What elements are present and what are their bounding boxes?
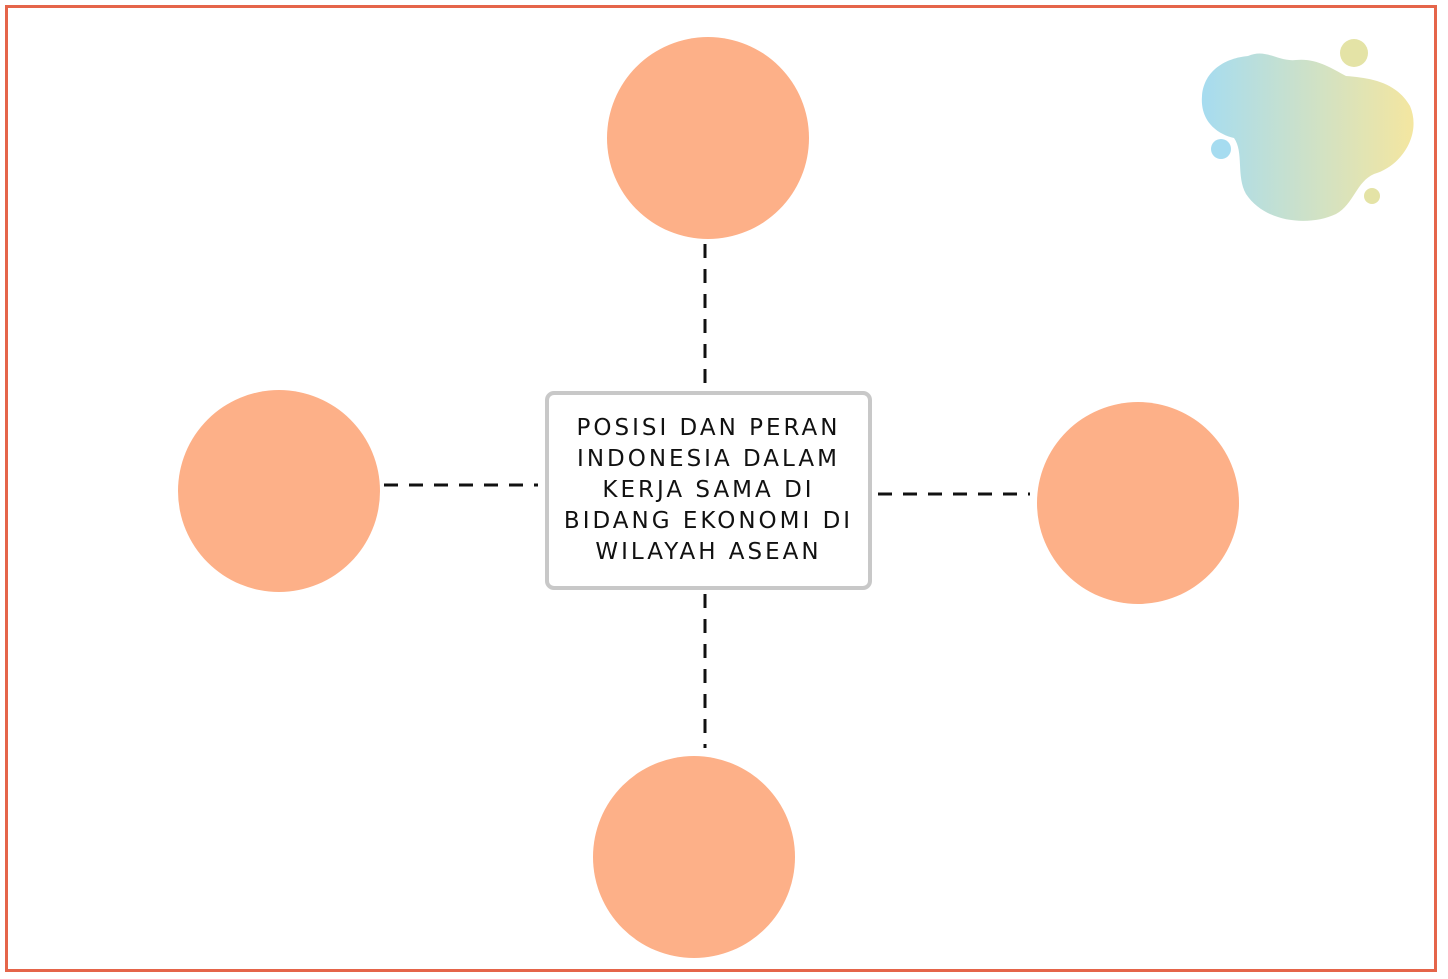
node-bottom bbox=[593, 756, 795, 958]
blob-dot-left bbox=[1211, 139, 1231, 159]
central-topic-box: POSISI DAN PERAN INDONESIA DALAM KERJA S… bbox=[545, 391, 872, 590]
page-frame bbox=[5, 5, 1437, 972]
blob-shape bbox=[1201, 53, 1414, 221]
node-left bbox=[178, 390, 380, 592]
node-right bbox=[1037, 402, 1239, 604]
node-top bbox=[607, 37, 809, 239]
decorative-blob bbox=[1201, 39, 1414, 221]
central-topic-label: POSISI DAN PERAN INDONESIA DALAM KERJA S… bbox=[563, 415, 854, 565]
blob-dot-top bbox=[1340, 39, 1368, 67]
blob-dot-bottom bbox=[1364, 188, 1380, 204]
